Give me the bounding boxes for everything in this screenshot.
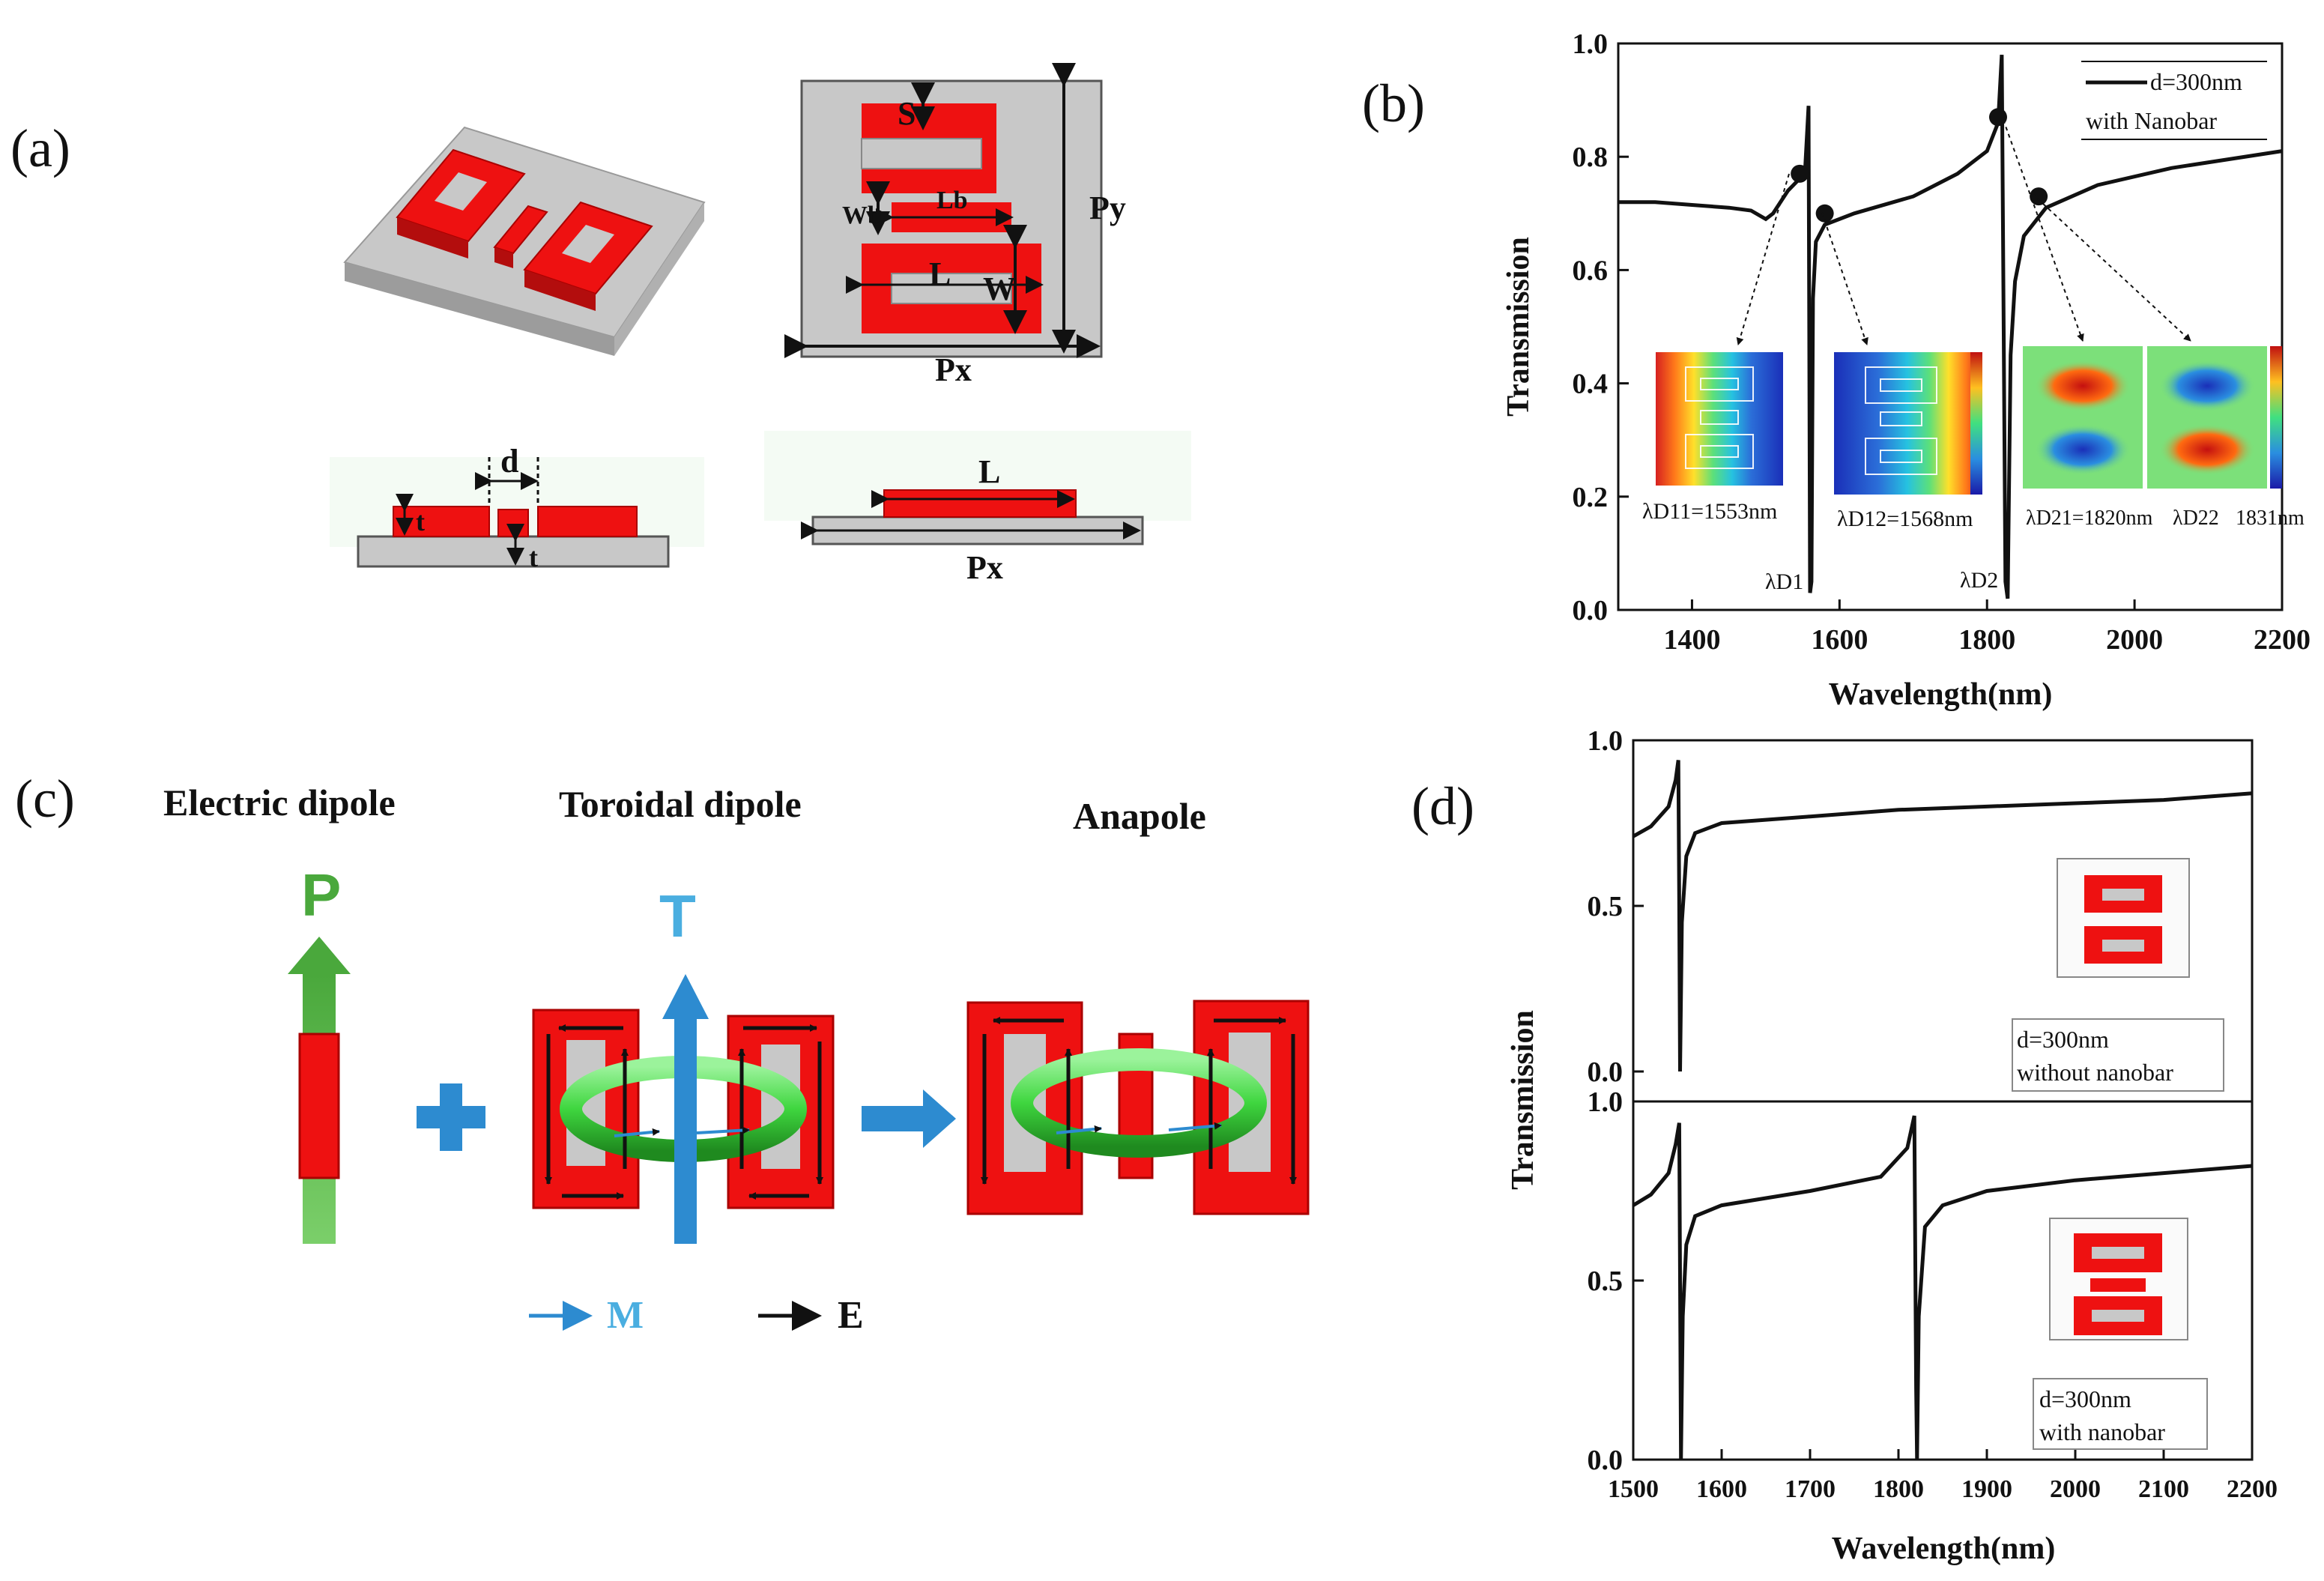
marker-lambda-d1: λD1 <box>1765 569 1803 594</box>
chart-b-point <box>2030 187 2048 206</box>
legend-b-line1: d=300nm <box>2150 68 2242 95</box>
dim-w: W <box>983 270 1016 307</box>
toroidal-dipole-icon: T <box>532 883 835 1244</box>
chart-d-ytick-label: 0.0 <box>1588 1056 1624 1088</box>
chart-d-ylabel: Transmission <box>1506 1010 1540 1190</box>
legend-d-top-line2: without nanobar <box>2017 1059 2173 1086</box>
unit-cell-top-view: S Lb Wb L W Px Py <box>784 63 1126 388</box>
chart-b-series-line <box>1618 54 2283 599</box>
chart-d-ytick-label: 0.0 <box>1588 1445 1624 1476</box>
structure-inset-with-nanobar <box>2049 1218 2188 1340</box>
chart-b-ytick-label: 1.0 <box>1573 28 1609 60</box>
chart-d-frame <box>1632 739 2254 1461</box>
inset-label-d11: λD11=1553nm <box>1642 499 1777 524</box>
title-electric-dipole: Electric dipole <box>163 782 396 823</box>
dim-t1: t <box>416 507 425 536</box>
panel-label-c: (c) <box>15 769 75 829</box>
chart-d-ytick-label: 0.5 <box>1588 891 1624 922</box>
chart-d-xtick-label: 2200 <box>2227 1475 2278 1503</box>
dim-lb: Lb <box>936 187 968 214</box>
inset-label-d21: λD21=1820nm <box>2026 507 2153 530</box>
dim-d: d <box>500 443 518 480</box>
chart-b-xlabel: Wavelength(nm) <box>1829 677 2053 712</box>
legend-d-bottom-line1: d=300nm <box>2039 1385 2131 1412</box>
field-legend: M E <box>529 1294 864 1337</box>
chart-b-ytick-label: 0.4 <box>1573 369 1609 400</box>
chart-b-point <box>1815 204 1834 223</box>
legend-d-top-line1: d=300nm <box>2017 1026 2109 1053</box>
unit-cell-3d <box>343 126 706 356</box>
dim-s: S <box>898 95 916 132</box>
symbol-t: T <box>659 883 696 949</box>
legend-d-top: d=300nm without nanobar <box>2012 1018 2224 1092</box>
chart-b-xtick-label: 2000 <box>2106 624 2163 656</box>
chart-b-ytick-label: 0.0 <box>1573 595 1609 626</box>
inset-label-d22: λD22 <box>2173 507 2219 530</box>
legend-d-bottom-line2: with nanobar <box>2039 1418 2165 1445</box>
field-inset-d11: λD11=1553nm <box>1642 352 1783 524</box>
chart-d-xtick-label: 1800 <box>1873 1475 1924 1503</box>
panel-c: Electric dipole Toroidal dipole Anapole … <box>163 782 1310 1337</box>
panel-a: S Lb Wb L W Px Py d t t <box>330 63 1191 586</box>
chart-b-xtick-label: 2200 <box>2254 624 2311 656</box>
field-inset-d12: λD12=1568nm <box>1834 352 1982 531</box>
chart-b-point <box>1791 164 1809 183</box>
chart-d-xtick-label: 2100 <box>2138 1475 2189 1503</box>
chart-d-xtick-label: 1500 <box>1608 1475 1659 1503</box>
title-anapole: Anapole <box>1073 795 1206 837</box>
electric-dipole-icon: P <box>288 862 351 1244</box>
dim-t2: t <box>529 542 538 572</box>
dim-l: L <box>929 256 951 292</box>
chart-b-frame <box>1617 42 2284 611</box>
legend-d-bottom: d=300nm with nanobar <box>2033 1378 2208 1450</box>
title-toroidal-dipole: Toroidal dipole <box>559 783 802 825</box>
chart-d-xlabel: Wavelength(nm) <box>1832 1532 2056 1566</box>
chart-b-ytick-label: 0.6 <box>1573 255 1609 286</box>
dim-l2: L <box>978 453 1000 490</box>
chart-d-xtick-label: 2000 <box>2050 1475 2101 1503</box>
chart-b-legend: d=300nm with Nanobar <box>2081 61 2267 140</box>
chart-b-point <box>1988 108 2007 127</box>
chart-d-ytick-label: 1.0 <box>1588 725 1624 757</box>
structure-inset-without-nanobar <box>2057 858 2190 978</box>
chart-b-xtick-label: 1400 <box>1663 624 1720 656</box>
result-arrow-icon <box>862 1089 956 1148</box>
dim-px2: Px <box>966 549 1003 586</box>
chart-b-ytick-label: 0.2 <box>1573 482 1609 513</box>
chart-b-xtick-label: 1600 <box>1811 624 1868 656</box>
inset-label-d22-value: 1831nm <box>2236 507 2305 530</box>
side-view-gap: d t t <box>330 443 704 572</box>
chart-d-xtick-label: 1700 <box>1785 1475 1836 1503</box>
symbol-e: E <box>838 1294 864 1337</box>
chart-d-xtick-label: 1900 <box>1961 1475 2012 1503</box>
panel-label-d: (d) <box>1411 776 1474 836</box>
chart-d-xtick-label: 1600 <box>1696 1475 1747 1503</box>
chart-d-ytick-label: 0.5 <box>1588 1266 1624 1297</box>
side-view-length: L Px <box>764 431 1191 586</box>
chart-b-ytick-label: 0.8 <box>1573 142 1609 173</box>
inset-label-d12: λD12=1568nm <box>1837 507 1973 531</box>
chart-b-ylabel: Transmission <box>1501 237 1536 417</box>
field-inset-d21: λD21=1820nm <box>2023 346 2153 530</box>
panel-label-a: (a) <box>10 118 70 178</box>
inset-pointer-lines <box>1736 119 2191 345</box>
chart-d-series-without-nanobar <box>1632 760 2253 1072</box>
dim-wb: Wb <box>842 202 882 229</box>
marker-lambda-d2: λD2 <box>1960 568 1998 593</box>
symbol-m: M <box>607 1294 644 1337</box>
chart-b-xtick-label: 1800 <box>1958 624 2015 656</box>
legend-b-line2: with Nanobar <box>2086 107 2217 134</box>
plus-icon <box>417 1083 485 1151</box>
field-inset-d22: λD22 1831nm <box>2147 346 2305 530</box>
dim-py: Py <box>1089 190 1126 226</box>
dim-px: Px <box>935 351 972 388</box>
chart-d-series-with-nanobar <box>1632 1115 2253 1460</box>
panel-label-b: (b) <box>1362 73 1425 133</box>
symbol-p: P <box>301 862 341 928</box>
anapole-icon <box>966 1000 1310 1215</box>
chart-d-ytick-label: 1.0 <box>1588 1086 1624 1118</box>
